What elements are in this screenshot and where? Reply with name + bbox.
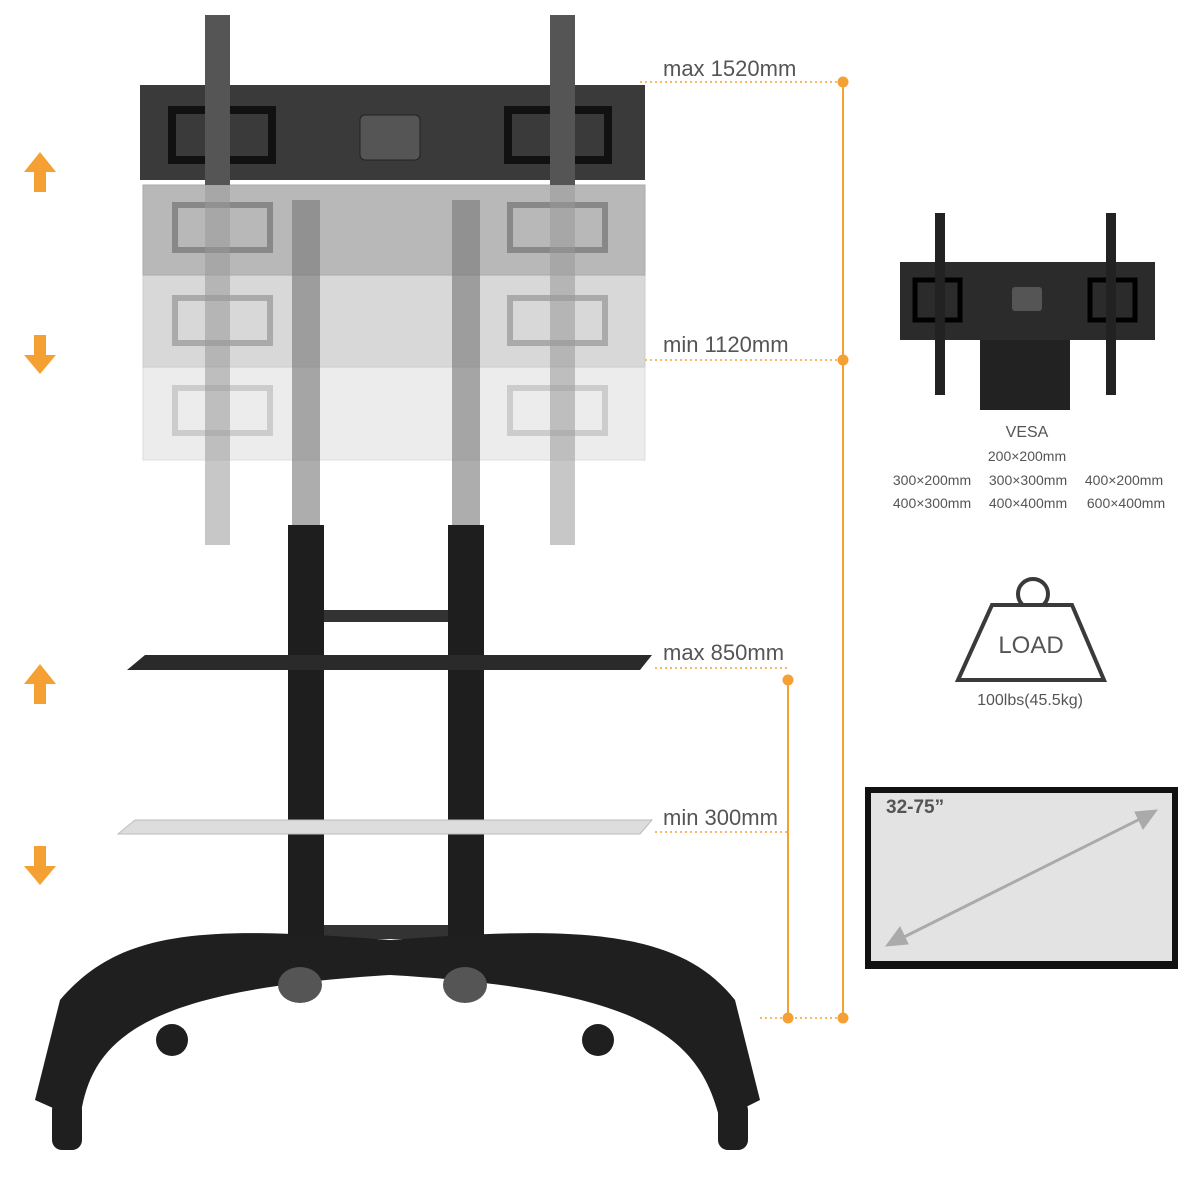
vesa-size: 200×200mm xyxy=(987,448,1067,464)
vesa-mount-icon xyxy=(900,213,1155,410)
poles xyxy=(288,200,484,950)
vesa-size: 300×300mm xyxy=(988,472,1068,488)
arrow-up-icon xyxy=(24,152,56,192)
mount-plate xyxy=(140,15,645,185)
arrow-down-icon xyxy=(24,846,56,885)
weight-icon xyxy=(954,577,1108,682)
mount-max-height-label: max 1520mm xyxy=(663,56,797,81)
diagonal-arrow-icon xyxy=(884,809,1159,947)
tv-screen xyxy=(865,787,1178,969)
screen-size-label: 32-75” xyxy=(886,797,945,818)
height-guides xyxy=(640,76,849,1024)
vesa-size: 400×400mm xyxy=(988,495,1068,511)
vesa-size: 600×400mm xyxy=(1086,495,1166,511)
vesa-title: VESA xyxy=(1005,424,1049,441)
base xyxy=(35,933,760,1150)
arrow-up-icon xyxy=(24,664,56,704)
load-capacity: 100lbs(45.5kg) xyxy=(977,692,1083,709)
shelf xyxy=(127,655,652,670)
shelf-ghost xyxy=(116,819,654,835)
mount-min-height-label: min 1120mm xyxy=(663,332,789,357)
vesa-size: 300×200mm xyxy=(892,472,972,488)
shelf-min-height-label: min 300mm xyxy=(663,805,778,830)
arrow-down-icon xyxy=(24,335,56,374)
vesa-size: 400×200mm xyxy=(1084,472,1164,488)
load-label: LOAD xyxy=(998,632,1064,659)
shelf-max-height-label: max 850mm xyxy=(663,640,785,665)
vesa-size: 400×300mm xyxy=(892,495,972,511)
